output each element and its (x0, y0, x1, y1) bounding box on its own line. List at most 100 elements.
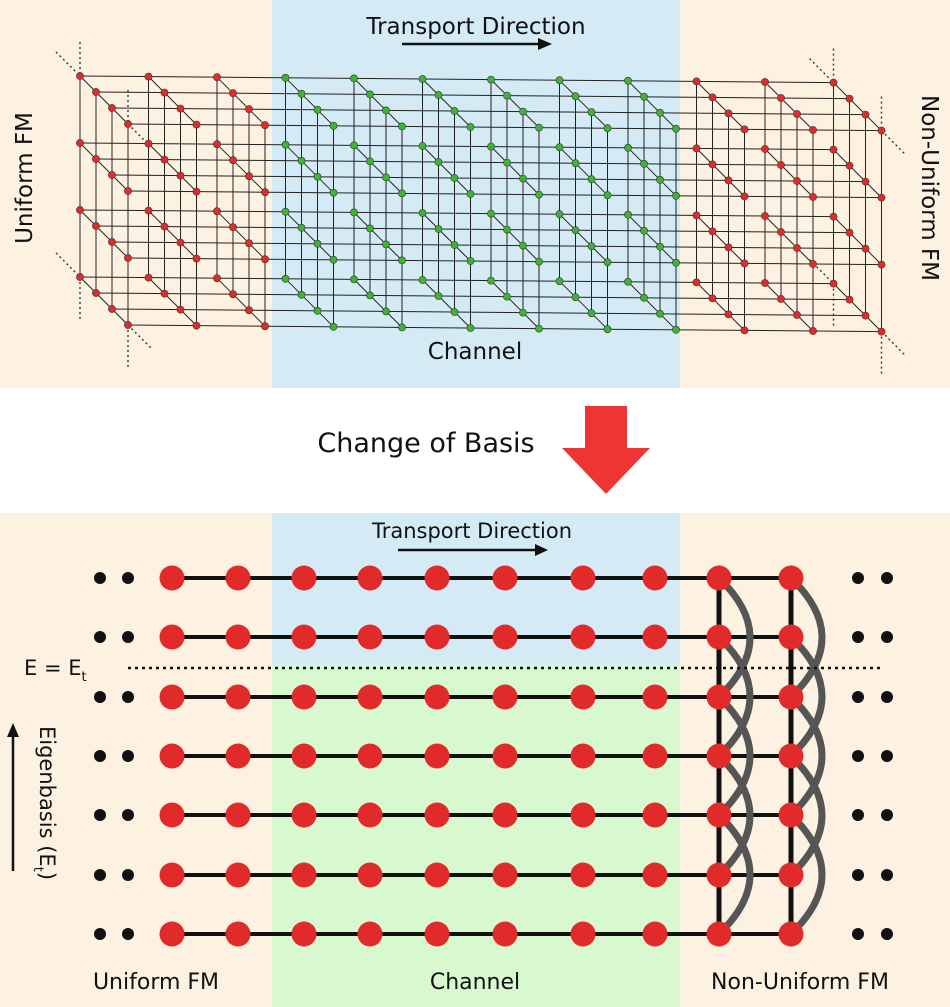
lattice-site (777, 161, 785, 169)
bottom-transport-label: Transport Direction (371, 519, 572, 543)
eigen-site (225, 862, 251, 888)
lattice-site (740, 192, 749, 201)
bottom-uniform-fm-label: Uniform FM (93, 970, 219, 995)
chain-sites (159, 565, 804, 947)
lattice-site (124, 254, 132, 262)
non-uniform-coupling-arcs (715, 574, 826, 938)
ellipsis-dot (122, 928, 134, 940)
lattice-site (382, 106, 390, 115)
lattice-site (434, 292, 443, 300)
left-fm-region (0, 0, 272, 388)
eigen-site (642, 921, 668, 947)
lattice-site (656, 309, 664, 318)
lattice-site (229, 89, 237, 98)
lattice-site (92, 289, 100, 297)
lattice-site (144, 273, 153, 282)
lattice-site (144, 206, 153, 215)
lattice-site (603, 191, 612, 200)
lattice-site (329, 188, 338, 197)
eigen-site (570, 921, 596, 947)
eigen-site (424, 624, 450, 650)
eigen-site (225, 802, 251, 828)
lattice-site (672, 191, 680, 200)
chain-hopping-lines (172, 576, 791, 936)
eigen-site (778, 684, 804, 710)
lattice-site (845, 228, 854, 237)
lattice-site (92, 155, 100, 163)
lattice-site (603, 124, 612, 133)
ellipsis-dot (881, 809, 893, 821)
lattice-site (519, 308, 527, 317)
eigen-site (570, 565, 596, 591)
lattice-site (724, 109, 733, 118)
lattice-site (692, 278, 701, 287)
eigen-site (159, 862, 185, 888)
lattice-site (229, 290, 237, 299)
eigen-site (291, 743, 317, 769)
lattice-site (329, 322, 338, 331)
lattice-site (761, 279, 769, 287)
lattice-site (656, 175, 664, 184)
lattice-site (845, 94, 854, 103)
lattice-site (692, 77, 701, 86)
lattice-site (434, 91, 443, 99)
eigen-site (357, 565, 383, 591)
lattice-site (861, 311, 870, 320)
ellipsis-dot (852, 928, 864, 940)
eigen-site (424, 921, 450, 947)
lattice-site (793, 110, 801, 118)
lattice-site (555, 143, 564, 152)
eigen-site (357, 921, 383, 947)
lattice-site (434, 158, 443, 166)
eigen-site (291, 624, 317, 650)
ellipsis-dot (122, 631, 134, 643)
ellipsis-dot (881, 869, 893, 881)
lattice-site (229, 223, 237, 232)
ellipsis-dot (94, 869, 106, 881)
eigen-site (642, 624, 668, 650)
lattice-site (124, 321, 132, 329)
lattice-site (108, 305, 116, 313)
lattice-site (313, 239, 322, 248)
lattice-site (366, 157, 374, 166)
eigen-site (225, 624, 251, 650)
lattice-site (313, 306, 322, 315)
lattice-site (281, 140, 290, 149)
lattice-site (245, 172, 253, 181)
eigenbasis-axis-label: Eigenbasis (Et) (30, 726, 59, 880)
lattice-site (245, 105, 253, 114)
ellipsis-dot (94, 572, 106, 584)
lattice-site (382, 240, 390, 249)
lattice-site (877, 260, 886, 269)
lattice-site (350, 74, 358, 83)
ellipsis-dot (852, 869, 864, 881)
lattice-site (261, 188, 269, 197)
eigen-site (706, 624, 732, 650)
lattice-site (877, 126, 886, 135)
lattice-site (503, 292, 511, 301)
lattice-site (809, 260, 817, 268)
eigen-site (778, 743, 804, 769)
lattice-site (124, 120, 132, 128)
lattice-site (571, 92, 580, 101)
ellipsis-dot (94, 631, 106, 643)
top-left-fm-label: Uniform FM (12, 112, 38, 244)
lattice-site (281, 274, 290, 283)
lattice-site (192, 187, 201, 196)
ellipsis-dot (122, 572, 134, 584)
lattice-site (877, 327, 886, 336)
lattice-site (740, 326, 749, 335)
lattice-site (108, 104, 116, 112)
eigen-site (492, 743, 518, 769)
eigen-site (424, 565, 450, 591)
lattice-site (466, 123, 475, 131)
lattice-site (297, 290, 306, 299)
lattice-site (176, 171, 185, 180)
lattice-site (571, 293, 580, 302)
lattice-site (692, 144, 701, 153)
lattice-site (466, 257, 475, 265)
eigen-site (424, 862, 450, 888)
eigen-site (357, 862, 383, 888)
lattice-site (692, 211, 701, 220)
eigen-site (706, 684, 732, 710)
